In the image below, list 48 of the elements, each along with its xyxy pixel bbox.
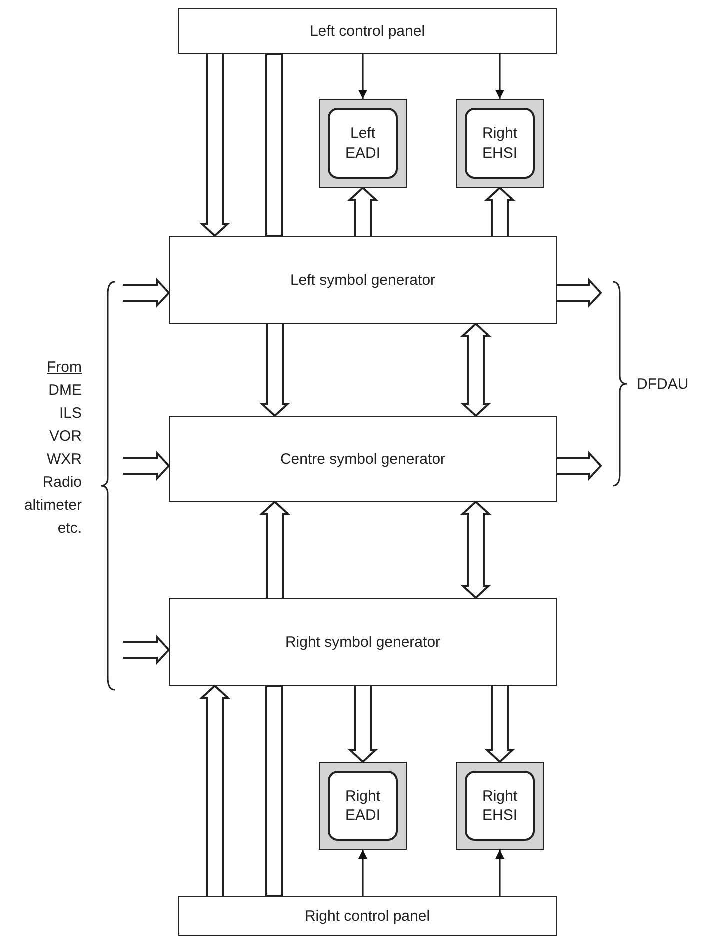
bus-arrow (556, 277, 602, 309)
text-label: DFDAU (637, 375, 689, 395)
text-label: altimeter (24, 496, 82, 516)
display-unit (319, 99, 407, 188)
process-box (169, 416, 557, 502)
bus-arrow (484, 685, 516, 764)
display-label: Right EADI (344, 786, 382, 826)
arrow (496, 850, 504, 896)
arrow (496, 54, 504, 99)
text-label: WXR (47, 450, 82, 470)
text-label: VOR (49, 427, 82, 447)
bus-arrow (122, 450, 170, 482)
display-label: Right EHSI (481, 124, 519, 163)
bus-arrow (460, 500, 492, 600)
bus-arrow (259, 500, 291, 599)
display-unit (456, 99, 544, 188)
bus-arrow (484, 186, 516, 237)
arrow (358, 54, 368, 99)
process-box (169, 236, 557, 324)
bus-arrow (122, 634, 170, 666)
bus-arrow (556, 450, 602, 482)
bus-arrow (199, 684, 231, 897)
display-unit (319, 762, 407, 850)
box-label: Left control panel (310, 22, 426, 40)
display-unit (456, 762, 544, 850)
box-label: Right symbol generator (285, 634, 441, 650)
box-label: Centre symbol generator (280, 450, 446, 468)
display-label: Right EHSI (481, 786, 519, 826)
bus-arrow (460, 322, 492, 418)
text-label: ILS (59, 404, 82, 424)
process-box (169, 598, 557, 686)
text-label: Radio (42, 473, 82, 493)
bus-arrow (347, 685, 379, 764)
arrow (358, 850, 368, 896)
bus-line (265, 685, 283, 897)
text-label: DME (48, 381, 82, 401)
bus-arrow (259, 323, 291, 418)
box-label: Right control panel (304, 908, 430, 924)
text-label: etc. (58, 519, 82, 539)
box-label: Left symbol generator (290, 272, 436, 288)
process-box (178, 8, 557, 54)
process-box (178, 896, 557, 936)
bus-line (265, 53, 283, 237)
bus-arrow (347, 186, 379, 237)
text-label: From (47, 358, 82, 378)
bus-arrow (122, 277, 170, 309)
bus-arrow (199, 53, 231, 238)
display-label: Left EADI (344, 124, 382, 163)
